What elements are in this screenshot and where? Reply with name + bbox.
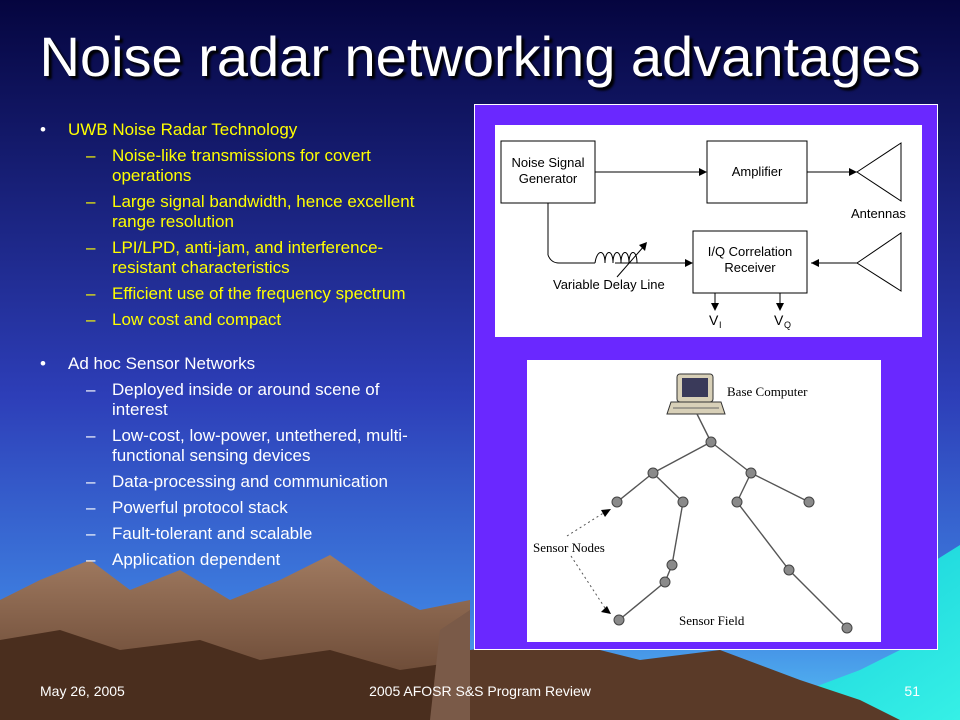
section-heading-uwb: • UWB Noise Radar Technology	[40, 120, 420, 140]
figure-panel: Noise Signal Generator Amplifier Antenna…	[474, 104, 938, 650]
section-gap	[40, 336, 420, 354]
sensor-node	[841, 622, 853, 634]
dash-icon: –	[86, 310, 96, 329]
dash-icon: –	[86, 284, 96, 303]
sensor-node	[659, 576, 671, 588]
list-item: – Low-cost, low-power, untethered, multi…	[40, 426, 420, 466]
slide-title: Noise radar networking advantages	[39, 25, 921, 88]
block-diagram: Noise Signal Generator Amplifier Antenna…	[495, 125, 922, 337]
iq-receiver-label: Receiver	[724, 260, 776, 275]
list-item: – Deployed inside or around scene of int…	[40, 380, 420, 420]
antenna-icon	[856, 142, 902, 202]
dash-icon: –	[86, 498, 96, 517]
sensor-node	[705, 436, 717, 448]
antennas-label: Antennas	[851, 206, 906, 221]
water-area	[700, 545, 960, 720]
sensor-field-label: Sensor Field	[679, 613, 745, 628]
list-item-text: Deployed inside or around scene of inter…	[112, 380, 380, 419]
sensor-node	[613, 614, 625, 626]
dash-icon: –	[86, 238, 96, 257]
output-vq-label: V	[774, 312, 784, 328]
section-heading-adhoc: • Ad hoc Sensor Networks	[40, 354, 420, 374]
iq-receiver-block	[692, 230, 808, 294]
sensor-node	[647, 467, 659, 479]
block-diagram-svg: Noise Signal Generator Amplifier Antenna…	[500, 140, 906, 330]
list-item: – Noise-like transmissions for covert op…	[40, 146, 420, 186]
base-computer-label: Base Computer	[727, 384, 808, 399]
list-item: – Large signal bandwidth, hence excellen…	[40, 192, 420, 232]
output-vq-subscript: Q	[784, 320, 791, 330]
list-item: – Fault-tolerant and scalable	[40, 524, 420, 544]
footer-date: May 26, 2005	[40, 683, 125, 699]
computer-icon	[666, 373, 726, 415]
sensor-node	[803, 496, 815, 508]
list-item-text: Data-processing and communication	[112, 472, 388, 491]
dash-icon: –	[86, 472, 96, 491]
list-item: – Application dependent	[40, 550, 420, 570]
list-item: – Efficient use of the frequency spectru…	[40, 284, 420, 304]
bullet-icon: •	[40, 120, 46, 139]
bullet-icon: •	[40, 354, 46, 373]
list-item-text: Application dependent	[112, 550, 281, 569]
section-heading-text: Ad hoc Sensor Networks	[68, 354, 256, 373]
antenna-icon	[856, 232, 902, 292]
list-item-text: Large signal bandwidth, hence excellent …	[112, 192, 415, 231]
list-item-text: Low cost and compact	[112, 310, 282, 329]
sensor-node	[611, 496, 623, 508]
dash-icon: –	[86, 146, 96, 165]
iq-receiver-label: I/Q Correlation	[708, 244, 793, 259]
list-item-text: Powerful protocol stack	[112, 498, 288, 517]
section-heading-text: UWB Noise Radar Technology	[68, 120, 298, 139]
list-item-text: Low-cost, low-power, untethered, multi-f…	[112, 426, 408, 465]
bullet-list: • UWB Noise Radar Technology – Noise-lik…	[40, 120, 420, 576]
list-item-text: Noise-like transmissions for covert oper…	[112, 146, 371, 185]
dash-icon: –	[86, 426, 96, 445]
list-item: – Data-processing and communication	[40, 472, 420, 492]
sensor-network-svg: Base Computer	[533, 373, 853, 634]
sensor-node	[666, 559, 678, 571]
output-vi-subscript: I	[719, 320, 722, 330]
list-item: – Powerful protocol stack	[40, 498, 420, 518]
list-item-text: Efficient use of the frequency spectrum	[112, 284, 406, 303]
sensor-node	[677, 496, 689, 508]
dash-icon: –	[86, 380, 96, 399]
page-number: 51	[904, 683, 920, 699]
sensor-network-diagram: Base Computer	[527, 360, 881, 642]
sensor-node	[731, 496, 743, 508]
noise-generator-label: Generator	[519, 171, 578, 186]
dash-icon: –	[86, 192, 96, 211]
delay-line-label: Variable Delay Line	[553, 277, 665, 292]
noise-generator-label: Noise Signal	[512, 155, 585, 170]
amplifier-label: Amplifier	[732, 164, 783, 179]
sensor-node	[745, 467, 757, 479]
list-item-text: Fault-tolerant and scalable	[112, 524, 313, 543]
list-item: – LPI/LPD, anti-jam, and interference-re…	[40, 238, 420, 278]
dash-icon: –	[86, 524, 96, 543]
footer-event: 2005 AFOSR S&S Program Review	[369, 683, 591, 699]
sensor-node	[783, 564, 795, 576]
list-item-text: LPI/LPD, anti-jam, and interference-resi…	[112, 238, 384, 277]
output-vi-label: V	[709, 312, 719, 328]
list-item: – Low cost and compact	[40, 310, 420, 330]
sensor-nodes-label: Sensor Nodes	[533, 540, 605, 555]
coil-icon	[594, 252, 638, 264]
dash-icon: –	[86, 550, 96, 569]
